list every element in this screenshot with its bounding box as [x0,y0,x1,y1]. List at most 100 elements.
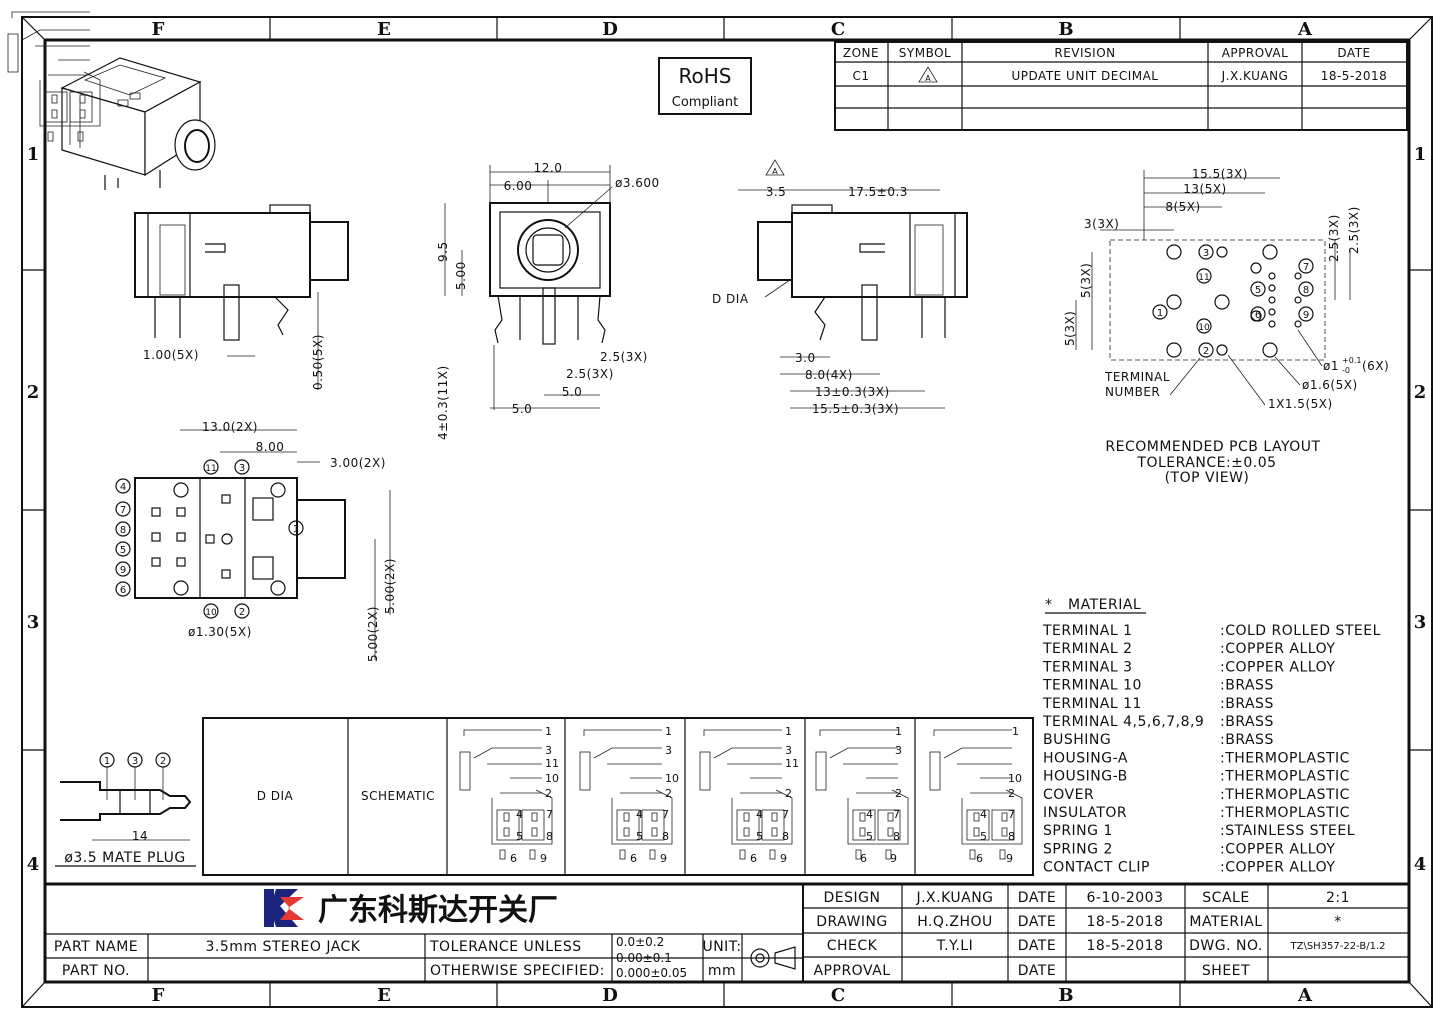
isometric-view [60,57,216,190]
sch5-n5: 5 [980,830,987,843]
pcb-hole-slot: 1X1.5(5X) [1268,397,1333,411]
zone-right-3: 3 [1414,612,1427,633]
unit-mm: mm [708,963,736,979]
sheet-label: SHEET [1202,963,1250,979]
sch2-n3: 3 [665,744,672,757]
unit-label: UNIT: [702,939,741,955]
material-spec: :COPPER ALLOY [1220,841,1335,857]
sch3-n8: 8 [782,830,789,843]
sch2-n2: 2 [665,787,672,800]
pcb-hole-small-count: (6X) [1362,359,1389,373]
rev-header-zone: ZONE [843,46,879,60]
sch1-n6: 6 [510,852,517,865]
approval-label: APPROVAL [813,963,890,979]
pcb-caption-title: RECOMMENDED PCB LAYOUT [1105,439,1320,455]
check-date: 18-5-2018 [1087,938,1164,954]
rev-header-date: DATE [1337,46,1370,60]
rev-row-approval: J.X.KUANG [1221,69,1289,83]
material-title: MATERIAL [1068,597,1141,613]
material-spec: :COLD ROLLED STEEL [1220,623,1381,639]
front-dim-height: 9.5 [436,241,450,262]
bottom-view: 13.0(2X) 8.00 3.00(2X) 5.00(2X) 5.00(2X)… [115,420,397,662]
sch2-n8: 8 [662,830,669,843]
material-part: SPRING 1 [1043,823,1113,839]
zone-top-d: D [602,19,618,40]
side-right-dim-f: 15.5±0.3(3X) [812,402,899,416]
tolerance-value3: 0.000±0.05 [616,966,687,980]
bottom-dim-a: 13.0(2X) [202,420,258,434]
bottom-dim-b: 8.00 [256,440,285,454]
zone-bottom-f: F [152,985,165,1006]
inner-frame [43,38,1411,984]
pcb-term-8: 8 [1303,285,1309,296]
sch1-n8: 8 [546,830,553,843]
side-left-dim-width: 0.50(5X) [311,334,325,390]
material-spec: :COPPER ALLOY [1220,860,1335,876]
front-dim-pitch-a: 2.5(3X) [600,350,648,364]
bottom-term-4: 4 [120,482,126,493]
material-part: TERMINAL 2 [1042,641,1133,657]
pcb-term-1: 1 [1157,308,1163,319]
front-dim-pitch-d: 5.0 [512,402,533,416]
material-spec: :BRASS [1220,714,1274,730]
pcb-dim-g: 5(3X) [1079,263,1093,298]
material-spec: :STAINLESS STEEL [1220,823,1355,839]
zone-left-4: 4 [27,854,40,875]
design-date: 6-10-2003 [1087,890,1164,906]
rev-row-zone: C1 [852,69,869,83]
material-spec: :BRASS [1220,732,1274,748]
bottom-dim-hole: ø1.30(5X) [188,625,252,639]
part-name: 3.5mm STEREO JACK [206,939,361,955]
outer-frame [21,16,1433,1008]
sch5-n6: 6 [976,852,983,865]
bottom-term-3: 3 [239,463,245,474]
zone-dividers [22,17,1432,1007]
dwg-no: TZ\SH357-22-B/1.2 [1290,941,1386,952]
schematic-label: SCHEMATIC [361,789,435,803]
zone-left-3: 3 [27,612,40,633]
drawing-label: DRAWING [816,914,888,930]
sch2-n1: 1 [665,725,672,738]
company-logo [264,889,304,927]
tolerance-line2: OTHERWISE SPECIFIED: [430,963,605,979]
sch2-n7: 7 [662,808,669,821]
front-view: 12.0 6.00 ø3.600 9.5 5.00 4±0.3(11X) 2.5… [436,161,659,440]
pcb-hole-small-tol-lower: -0 [1342,366,1350,375]
sch5-n10: 10 [1008,772,1022,785]
sch4-n9: 9 [890,852,897,865]
pcb-term-7: 7 [1303,262,1309,273]
zone-left-1: 1 [27,144,40,165]
material-spec: :BRASS [1220,696,1274,712]
rohs-title: RoHS [679,64,732,88]
rev-header-symbol: SYMBOL [899,46,951,60]
sch2-n6: 6 [630,852,637,865]
sch3-n11: 11 [785,757,799,770]
zone-top-a: A [1297,19,1313,40]
material-spec: :THERMOPLASTIC [1220,750,1350,766]
bottom-term-9: 9 [120,565,126,576]
pcb-terminal-label: TERMINAL [1104,370,1170,384]
front-dim-width: 12.0 [534,161,563,175]
sch3-n7: 7 [782,808,789,821]
material-part: HOUSING-B [1043,769,1128,785]
part-no-label: PART NO. [62,963,130,979]
pcb-dim-f: 2.5(3X) [1347,206,1361,254]
sch1-n3: 3 [545,744,552,757]
sch4-n7: 7 [893,808,900,821]
side-right-triangle-label: A [772,167,778,176]
zone-bottom-d: D [602,985,618,1006]
sch4-n1: 1 [895,725,902,738]
side-view-right: A 3.5 17.5±0.3 D DIA 3.0 8.0(4X) 13±0.3(… [712,159,968,416]
sch1-n11: 11 [545,757,559,770]
plug-term-2: 2 [160,756,166,767]
bottom-term-10: 10 [205,608,217,618]
material-part: TERMINAL 11 [1042,696,1142,712]
sch1-n9: 9 [540,852,547,865]
front-dim-half: 6.00 [504,179,533,193]
sch5-n1: 1 [1012,725,1019,738]
bottom-dim-c: 3.00(2X) [330,456,386,470]
design-date-label: DATE [1018,890,1056,906]
rev-header-revision: REVISION [1054,46,1115,60]
side-right-ddia: D DIA [712,292,749,306]
